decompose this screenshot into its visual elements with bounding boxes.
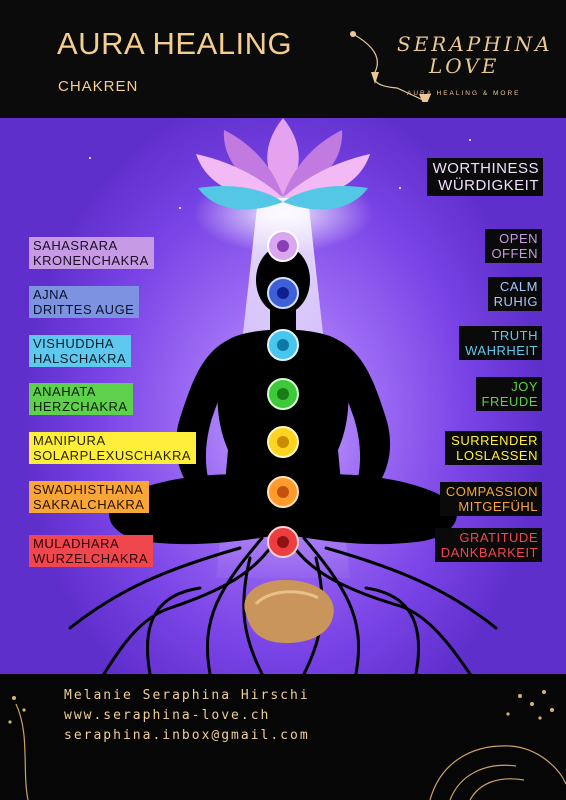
affirmation-crown: WORTHINESS WÜRDIGKEIT: [426, 158, 543, 196]
lotus-icon: [196, 118, 370, 210]
chakra-symbol-ajna: [267, 277, 299, 309]
brand-logo: SERAPHINA LOVE AURA HEALING & MORE: [345, 22, 550, 102]
pendulum-icon: [350, 31, 431, 102]
footer-website[interactable]: www.seraphina-love.ch: [64, 708, 271, 723]
chakra-symbol-vishuddha: [267, 329, 299, 361]
meditation-figure: [68, 118, 498, 674]
footer-name: Melanie Seraphina Hirschi: [64, 688, 310, 703]
logo-name-line2: LOVE: [429, 54, 500, 78]
chakra-symbol-sahasrara: [267, 230, 299, 262]
logo-tagline: AURA HEALING & MORE: [407, 90, 521, 97]
rock: [244, 579, 334, 644]
page-subtitle: CHAKREN: [58, 78, 139, 95]
header: AURA HEALING CHAKREN SERAPHINA LOVE AURA…: [0, 0, 566, 118]
roots: [68, 526, 498, 674]
footer: Melanie Seraphina Hirschi www.seraphina-…: [0, 674, 566, 800]
chakra-symbol-muladhara: [267, 526, 299, 558]
chakra-symbol-anahata: [267, 378, 299, 410]
chakra-symbol-swadhisthana: [267, 476, 299, 508]
gold-flowers-decoration: [8, 690, 566, 800]
logo-name-line1: SERAPHINA: [397, 32, 553, 56]
chakra-symbol-manipura: [267, 426, 299, 458]
page-title: AURA HEALING: [57, 26, 293, 61]
footer-email[interactable]: seraphina.inbox@gmail.com: [64, 728, 310, 743]
